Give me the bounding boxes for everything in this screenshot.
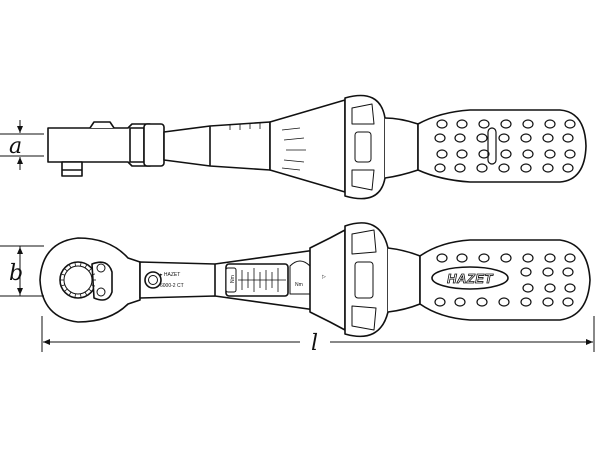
scale-ticks: [238, 268, 286, 292]
dimension-b: [0, 245, 44, 297]
dimension-l-label: l: [311, 331, 318, 356]
grip-dimple: [544, 283, 556, 293]
reverse-lever: [89, 121, 115, 129]
grip-dimple: [456, 253, 468, 263]
grip-dimple: [522, 149, 534, 159]
grip-dimple: [544, 149, 556, 159]
grip-dimple: [454, 133, 466, 143]
gear-tooth: [91, 273, 96, 276]
grip-dimple: [564, 119, 576, 129]
grip-dimple: [562, 163, 574, 173]
grip-dimple: [478, 119, 490, 129]
grip-dimple: [476, 133, 488, 143]
tube-side: [163, 121, 271, 171]
scale-unit-right: Nm: [295, 282, 303, 288]
dimension-a: [0, 120, 44, 170]
scale-unit-left: Nm: [230, 275, 236, 283]
gear-tooth: [68, 291, 72, 296]
gear-tooth: [80, 293, 82, 298]
grip-dimple: [562, 133, 574, 143]
gear-tooth: [88, 268, 93, 272]
grip-dimple: [436, 149, 448, 159]
grip-dimple: [498, 163, 510, 173]
grip-dimple: [544, 253, 556, 263]
gear-tooth: [74, 293, 76, 298]
collar-cone: [269, 99, 346, 193]
dimension-b-label: b: [9, 261, 23, 286]
engraving-line-2: 6000-2 CT: [160, 283, 184, 289]
engraving-line-1: ▸ HAZET: [160, 272, 180, 278]
gear-tooth: [60, 284, 65, 287]
grip-dimple: [454, 297, 466, 307]
grip-dimple: [542, 133, 554, 143]
dimension-a-label: a: [9, 134, 22, 159]
grip-dimple: [478, 253, 490, 263]
grip-dimple: [522, 119, 534, 129]
grip-dimple: [520, 133, 532, 143]
grip-dimple: [500, 149, 512, 159]
gear-tooth: [60, 273, 65, 276]
gear-tooth: [84, 264, 88, 269]
grip-dimple: [454, 163, 466, 173]
gear-tooth: [84, 291, 88, 296]
grip-dimple: [436, 119, 448, 129]
handle-dimples-top: [434, 253, 576, 307]
grip-dimple: [456, 149, 468, 159]
grip-dimple: [562, 267, 574, 277]
grip-dimple: [434, 297, 446, 307]
grip-dimple: [434, 163, 446, 173]
collar-top: [309, 229, 346, 331]
grip-dimple: [476, 297, 488, 307]
grip-dimple: [500, 119, 512, 129]
grip-dimple: [542, 267, 554, 277]
grip-dimple: [500, 253, 512, 263]
gear-tooth: [91, 284, 96, 287]
grip-dimple: [520, 297, 532, 307]
grip-dimple: [522, 283, 534, 293]
grip-dimple: [542, 297, 554, 307]
grip-dimple: [498, 297, 510, 307]
gear-tooth: [63, 288, 68, 292]
grip-dimple: [476, 163, 488, 173]
grip-dimple: [520, 163, 532, 173]
grip-dimple: [434, 133, 446, 143]
top-view-wrench: [39, 222, 591, 338]
grip-slot: [487, 127, 497, 165]
side-view-wrench: [47, 94, 587, 200]
gear-teeth: [60, 262, 96, 298]
gear-tooth: [74, 262, 76, 267]
grip-dimple: [542, 163, 554, 173]
grip-dimple: [498, 133, 510, 143]
grip-dimple: [564, 253, 576, 263]
square-drive: [61, 161, 83, 177]
grip-dimple: [562, 297, 574, 307]
dimension-l: [41, 316, 595, 352]
grip-dimple: [544, 119, 556, 129]
grip-dimple: [564, 283, 576, 293]
grip-dimple: [456, 119, 468, 129]
arrow-mark: ▷: [322, 274, 326, 280]
gear-tooth: [63, 268, 68, 272]
grip-dimple: [436, 253, 448, 263]
grip-dimple: [478, 149, 490, 159]
brand-logo-oval: [431, 266, 509, 290]
gear-tooth: [80, 262, 82, 267]
gear-tooth: [88, 288, 93, 292]
grip-dimple: [522, 253, 534, 263]
grip-dimple: [564, 149, 576, 159]
gear-tooth: [68, 264, 72, 269]
brand-logo: HAZET: [447, 271, 493, 286]
handle-dimples-side: [434, 119, 576, 173]
grip-dimple: [520, 267, 532, 277]
